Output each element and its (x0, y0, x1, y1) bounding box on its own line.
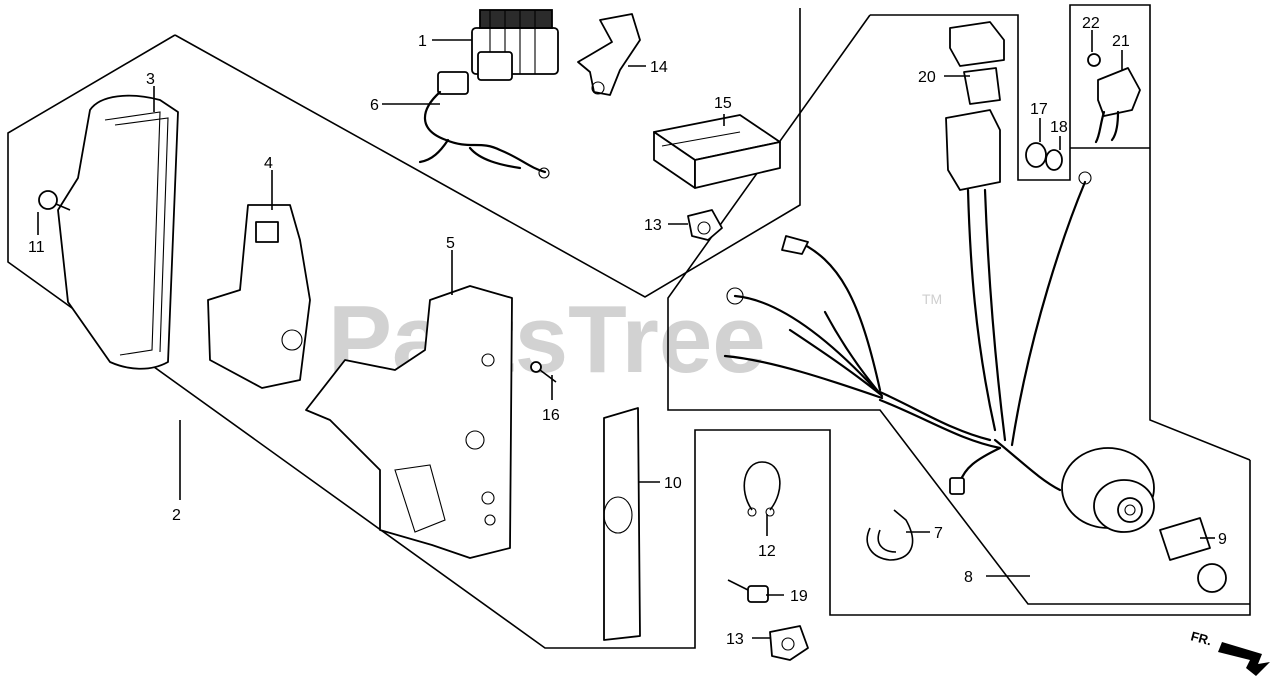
callouts: 1 2 3 4 5 6 7 8 9 10 11 12 13 13 14 15 1… (28, 15, 1227, 648)
callout-7: 7 (934, 525, 943, 542)
callout-15: 15 (714, 95, 732, 112)
callout-14: 14 (650, 59, 668, 76)
callout-6: 6 (370, 97, 379, 114)
callout-17: 17 (1030, 101, 1048, 118)
part-ignition-switch (1061, 447, 1155, 533)
callout-1: 1 (418, 33, 427, 50)
outline-harness (870, 4, 1251, 461)
callout-3: 3 (146, 71, 155, 88)
part-bolt-16 (530, 361, 557, 383)
watermark-trademark: TM (922, 291, 942, 307)
callout-22: 22 (1082, 15, 1100, 32)
part-sub-harness (418, 71, 550, 179)
part-screw-11 (38, 190, 71, 211)
outline-control-box-left (7, 34, 1251, 649)
callout-5: 5 (446, 235, 455, 252)
front-arrow-icon (1218, 642, 1270, 676)
part-fuse-connector (945, 21, 1005, 191)
callout-8: 8 (964, 569, 973, 586)
part-clip-14 (577, 13, 641, 96)
leader-lines (37, 30, 1215, 639)
part-wire-clip (743, 461, 781, 517)
callout-21: 21 (1112, 33, 1130, 50)
front-direction-marker: FR. (1189, 628, 1270, 676)
outline-control-box (174, 8, 801, 298)
part-bolt-19 (727, 579, 769, 603)
callout-20: 20 (918, 69, 936, 86)
callout-12: 12 (758, 543, 776, 560)
part-block-15 (653, 114, 781, 189)
callout-19: 19 (790, 588, 808, 605)
callout-9: 9 (1218, 531, 1227, 548)
callout-10: 10 (664, 475, 682, 492)
part-band-clamp (866, 509, 914, 561)
callout-18: 18 (1050, 119, 1068, 136)
assembly-outlines (7, 4, 1251, 649)
part-key (1159, 517, 1227, 593)
part-label-strip (603, 407, 641, 641)
part-clamp-13-upper (687, 209, 723, 241)
front-direction-label: FR. (1189, 628, 1213, 648)
part-cover (57, 94, 179, 370)
callout-13-upper: 13 (644, 217, 662, 234)
callout-4: 4 (264, 155, 273, 172)
callout-13-lower: 13 (726, 631, 744, 648)
callout-2: 2 (172, 507, 181, 524)
part-wire-harness (723, 171, 1092, 495)
callout-16: 16 (542, 407, 560, 424)
part-panel (305, 285, 513, 559)
part-bracket (207, 204, 311, 389)
part-terminal-21 (1087, 53, 1141, 144)
outline-harness-left (667, 14, 1250, 605)
callout-11: 11 (28, 239, 45, 256)
part-clamp-13-lower (769, 625, 809, 661)
part-regulator (471, 9, 559, 81)
part-washers (1025, 142, 1063, 171)
